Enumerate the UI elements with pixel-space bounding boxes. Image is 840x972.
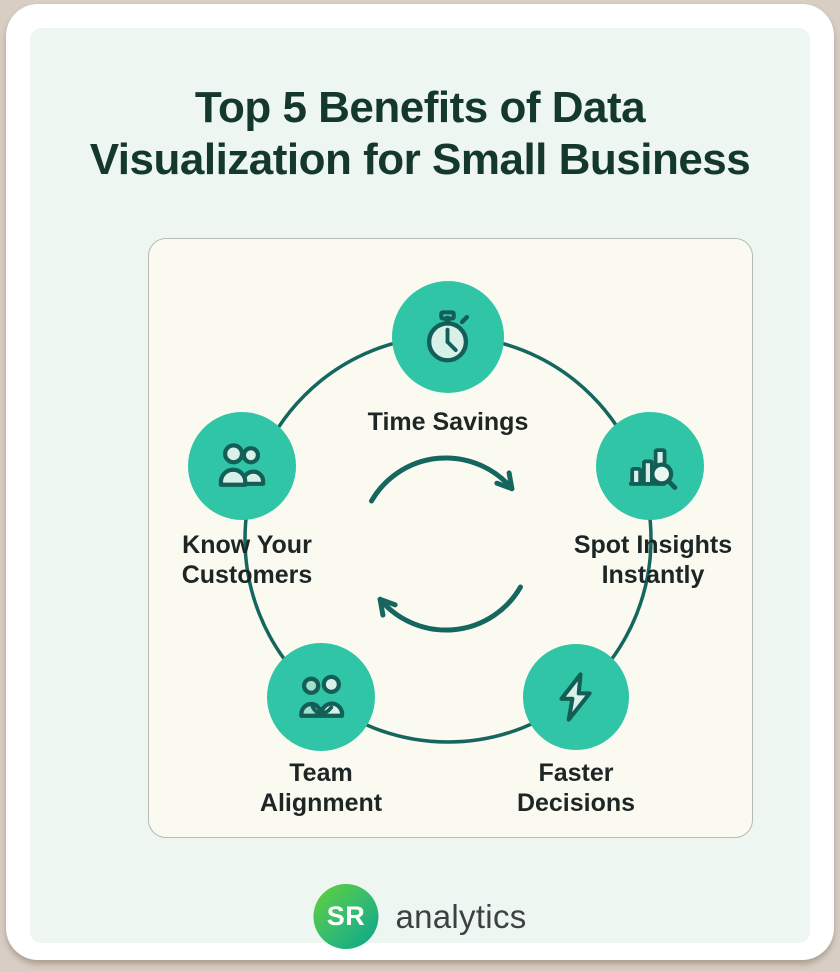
page-title-line2: Visualization for Small Business	[89, 135, 751, 184]
benefit-node-know-customers	[188, 412, 296, 520]
cycle-arrows-icon	[369, 455, 523, 633]
lightning-bolt-icon	[559, 672, 592, 722]
benefit-node-faster-decisions	[523, 644, 629, 750]
logo-monogram-badge: SR	[313, 884, 379, 949]
benefit-label-spot-insights: Spot Insights Instantly	[573, 531, 733, 589]
bar-chart-magnifier-icon	[628, 448, 678, 490]
logo-name: analytics	[395, 897, 527, 935]
team-handshake-icon	[299, 674, 345, 718]
page-title: Top 5 Benefits of Data Visualization for…	[25, 82, 815, 186]
customers-icon	[218, 443, 266, 487]
benefit-node-spot-insights	[596, 412, 704, 520]
logo-monogram: SR	[326, 901, 366, 931]
benefit-node-team-alignment	[267, 643, 375, 751]
diagram-card: Time Savings Know Your Customers Spot In…	[148, 238, 753, 838]
page-title-line1: Top 5 Benefits of Data	[194, 83, 646, 132]
benefit-node-time-savings	[392, 281, 504, 393]
mint-panel: Top 5 Benefits of Data Visualization for…	[30, 28, 810, 949]
benefit-label-time-savings: Time Savings	[367, 408, 529, 436]
benefit-label-team-alignment: Team Alignment	[259, 759, 383, 817]
brand-logo: SR analytics	[313, 884, 526, 949]
benefit-label-know-customers: Know Your Customers	[181, 531, 313, 589]
stopwatch-icon	[426, 310, 470, 363]
benefit-label-faster-decisions: Faster Decisions	[516, 759, 636, 817]
